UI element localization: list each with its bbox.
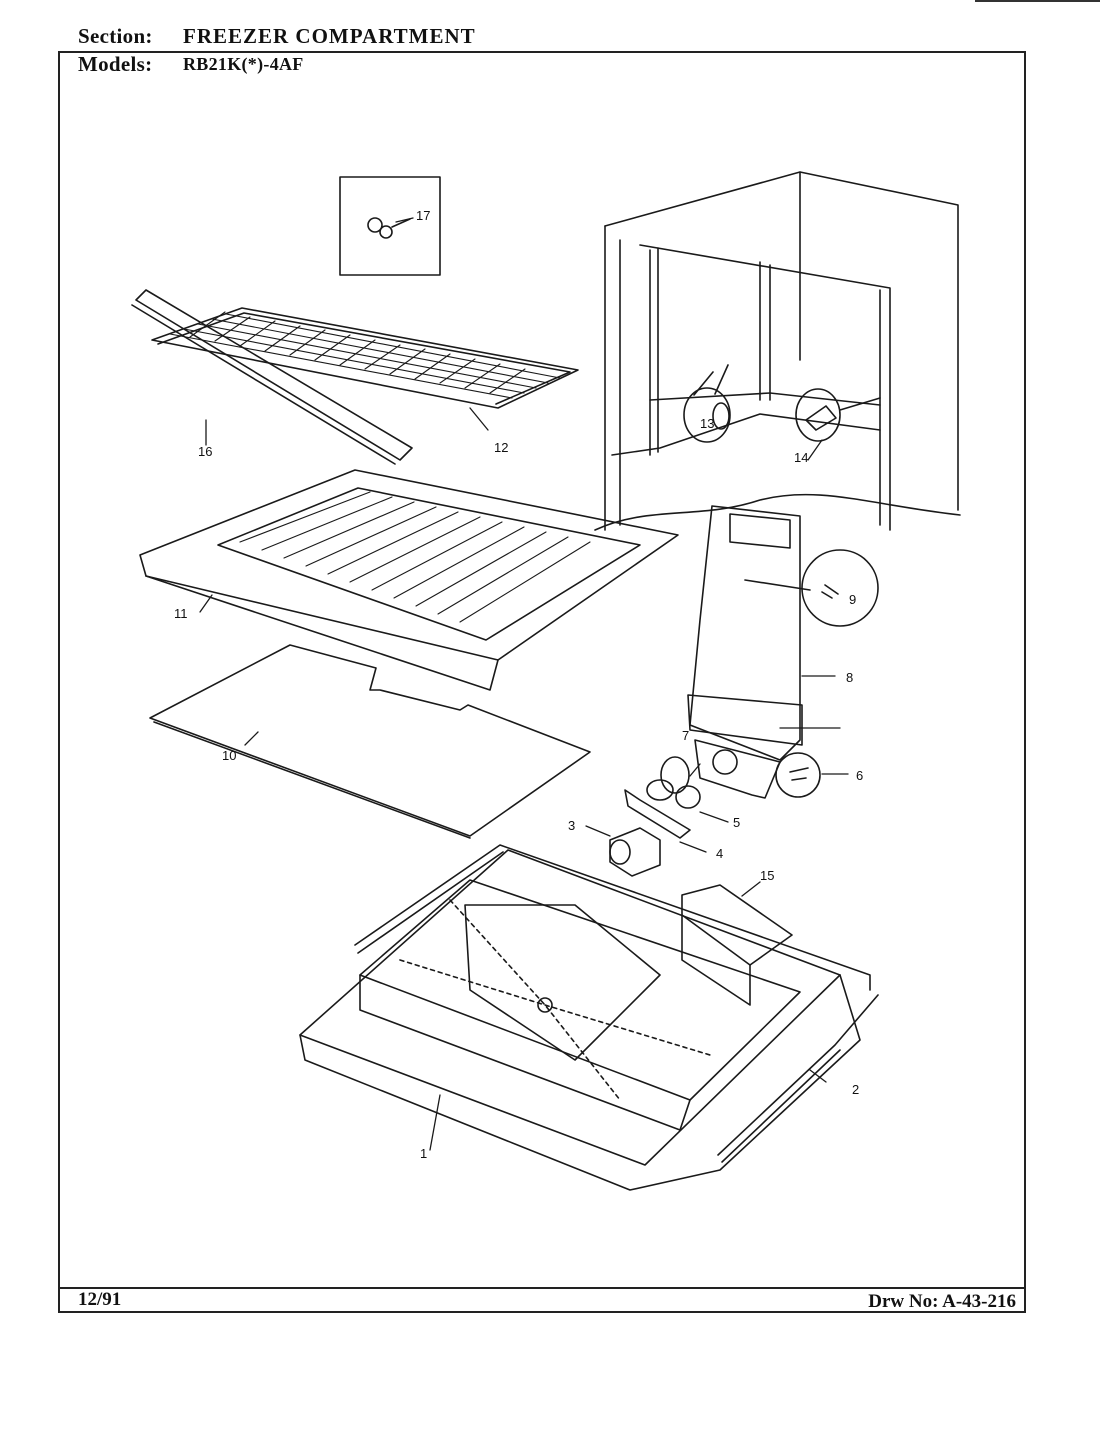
- shelf-rail-16: [131, 289, 413, 465]
- callout-13: 13: [700, 416, 714, 431]
- callout-7: 7: [682, 728, 689, 743]
- trim-2: [354, 844, 879, 1163]
- fan-guard-6: [775, 752, 821, 798]
- evaporator-block-15: [681, 884, 793, 1006]
- part-17-inset: [339, 176, 441, 276]
- fan-blade-5: [646, 756, 701, 809]
- drawing-frame: [58, 51, 1026, 1313]
- callout-4: 4: [716, 846, 723, 861]
- screw-9: [744, 549, 879, 627]
- bracket-4: [624, 789, 691, 839]
- callout-17: 17: [416, 208, 430, 223]
- callout-10: 10: [222, 748, 236, 763]
- liner-panel-10: [149, 644, 591, 839]
- callout-3: 3: [568, 818, 575, 833]
- relay-3: [609, 827, 661, 877]
- freezer-floor-1: [299, 849, 861, 1191]
- footer-divider: [58, 1287, 1026, 1289]
- footer-date: 12/91: [78, 1289, 122, 1310]
- section-label: Section:: [78, 24, 153, 48]
- evaporator-cover-11: [139, 469, 679, 691]
- leader-lines: [199, 217, 849, 1151]
- drawing-number: Drw No: A-43-216: [868, 1291, 1016, 1312]
- callout-6: 6: [856, 768, 863, 783]
- callout-9: 9: [849, 592, 856, 607]
- wire-shelf-12: [151, 307, 579, 409]
- callout-labels: 1 2 3 4 5 6 7 8 9 10 11 12 13 14 15 16 1…: [174, 208, 863, 1161]
- callout-8: 8: [846, 670, 853, 685]
- models-label: Models:: [78, 52, 153, 76]
- top-edge-line: [975, 0, 1100, 2]
- section-title: FREEZER COMPARTMENT: [183, 24, 476, 48]
- cabinet: [594, 171, 961, 531]
- callout-16: 16: [198, 444, 212, 459]
- air-duct-8: [687, 505, 803, 761]
- callout-14: 14: [794, 450, 808, 465]
- models-value: RB21K(*)-4AF: [183, 54, 304, 74]
- callout-2: 2: [852, 1082, 859, 1097]
- callout-15: 15: [760, 868, 774, 883]
- callout-11: 11: [174, 606, 188, 621]
- callout-1: 1: [420, 1146, 427, 1161]
- callout-5: 5: [733, 815, 740, 830]
- callout-12: 12: [494, 440, 508, 455]
- motor-bracket-7: [694, 739, 781, 799]
